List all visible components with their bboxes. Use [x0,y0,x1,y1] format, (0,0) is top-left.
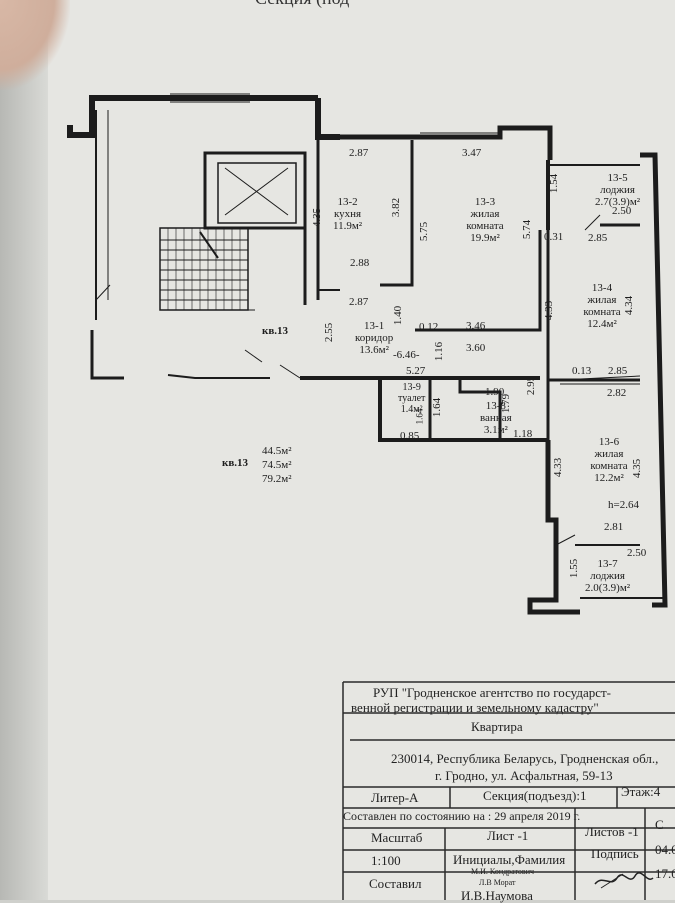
dim-label: 2.88 [350,257,370,269]
apartment-label-top: кв.13 [262,325,289,337]
dim-label: 4.34 [623,295,636,316]
org-line-2: венной регистрации и земельному кадастру… [351,700,599,715]
title-block: РУП "Гродненское агентство по государст-… [343,682,675,903]
floor: Этаж:4 [621,784,661,799]
apartment-label-summary: кв.13 [222,457,249,469]
sheet-label: Лист -1 [487,828,529,843]
dim-label: 2.95 [525,375,538,396]
address-line-1: 230014, Республика Беларусь, Гродненская… [391,751,659,766]
area-total: 74.5м² [262,459,292,471]
dim-label: h=2.64 [608,499,639,511]
dim-label: 2.50 [612,205,632,217]
dim-label: 1.64 [414,408,425,425]
dim-label: 2.50 [627,547,647,559]
dim-label: 1.16 [433,341,446,362]
area-living: 44.5м² [262,445,292,457]
address-line-2: г. Гродно, ул. Асфальтная, 59-13 [435,768,613,783]
finger-corner [0,0,70,90]
scale-value: 1:100 [371,853,401,868]
dim-label: 0.31 [544,231,564,243]
dim-label: 0.13 [572,365,592,377]
dim-label: 2.85 [608,365,628,377]
section: Секция(подъезд):1 [483,788,587,803]
sheets-label: Листов -1 [585,824,639,839]
dim-label: 5.74 [521,219,534,240]
org-line-1: РУП "Гродненское агентство по государст- [373,685,612,700]
dim-label: 3.82 [390,197,403,218]
signature-scribble [594,872,654,889]
person-2: Л.В Морат [479,878,516,887]
person-1: М.И. Кондратович [471,867,534,876]
dim-label: 3.60 [466,342,486,354]
dim-label: 2.81 [604,521,624,533]
dim-label: 3.47 [462,147,482,159]
dim-label: 4.33 [543,300,556,321]
dim-label: 2.85 [588,232,608,244]
initials-label: Инициалы,Фамилия [453,852,566,867]
header-fragment: Секция (под [255,0,349,9]
date-fragment-2: 17.0 [655,866,675,881]
compiled-by-label: Составил [369,876,422,891]
dim-label: 5.75 [418,221,431,242]
object-type: Квартира [471,719,523,734]
dim-label: 4.35 [631,458,644,479]
dim-label: 1.55 [568,558,581,579]
date-fragment-1: 04.0 [655,842,675,857]
dim-label: 2.82 [607,387,627,399]
dim-label: 1.90 [485,386,505,398]
dim-label: 4.35 [311,207,324,228]
dim-label: 0.12 [419,321,439,333]
column-fragment: С [655,817,664,832]
liter: Литер-А [371,790,419,805]
dim-label: 2.87 [349,296,369,308]
dim-label: 4.33 [552,457,565,478]
paper-sheet [28,0,675,900]
dim-label: 1.79 [500,393,513,414]
dim-label: 5.27 [406,365,426,377]
dim-label: 3.46 [466,320,486,332]
paper-fold-shadow [0,0,48,900]
dim-label: 2.87 [349,147,369,159]
dim-label: 1.54 [548,173,561,194]
dim-label: 2.55 [323,322,336,343]
area-with-loggias: 79.2м² [262,473,292,485]
dim-label: 1.18 [513,428,533,440]
scale-label: Масштаб [371,830,423,845]
dim-label: 0.85 [400,430,420,442]
person-3: И.В.Наумова [461,888,533,903]
dim-label: 1.40 [392,305,405,326]
compiled-date: Составлен по состоянию на : 29 апреля 20… [343,809,581,823]
signature-label: Подпись [591,846,639,861]
dim-label: -6.46- [393,349,420,361]
dim-label: 1.64 [431,397,444,418]
